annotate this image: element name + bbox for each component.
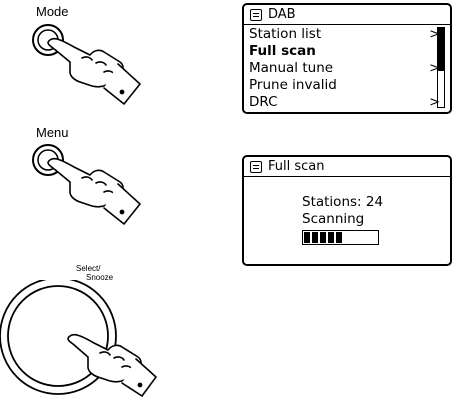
menu-item-manual-tune[interactable]: Manual tune > xyxy=(249,60,422,77)
menu-item-station-list[interactable]: Station list > xyxy=(249,26,422,43)
title-divider xyxy=(244,24,450,25)
knob-label-line1: Select/ xyxy=(76,264,100,273)
screen-title-bar: DAB xyxy=(250,6,296,23)
scan-progress-bar xyxy=(302,230,379,245)
menu-item-label: Manual tune xyxy=(249,60,333,76)
stations-count: Stations: 24 xyxy=(302,194,383,210)
scrollbar-thumb[interactable] xyxy=(438,28,444,71)
menu-item-label: Prune invalid xyxy=(249,77,337,93)
select-knob-illustration xyxy=(0,280,200,402)
screen-title: DAB xyxy=(268,7,296,22)
menu-item-drc[interactable]: DRC > xyxy=(249,94,422,111)
menu-button-illustration xyxy=(0,120,200,232)
menu-item-label: Full scan xyxy=(249,43,316,59)
scan-status: Scanning xyxy=(302,211,364,227)
menu-item-prune-invalid[interactable]: Prune invalid xyxy=(249,77,422,94)
dab-menu-list: Station list > Full scan Manual tune > P… xyxy=(249,26,422,111)
screen-title-bar: Full scan xyxy=(250,158,325,175)
progress-segment xyxy=(320,232,326,243)
menu-item-label: DRC xyxy=(249,94,278,110)
title-divider xyxy=(244,176,450,177)
dab-menu-screen: DAB Station list > Full scan Manual tune… xyxy=(242,3,452,114)
progress-segment xyxy=(312,232,318,243)
mode-button-illustration xyxy=(0,0,200,112)
pointing-hand-icon xyxy=(48,159,140,224)
menu-item-full-scan[interactable]: Full scan xyxy=(249,43,422,60)
progress-segment xyxy=(304,232,310,243)
menu-scrollbar[interactable] xyxy=(437,27,445,108)
full-scan-screen: Full scan Stations: 24 Scanning xyxy=(242,155,452,266)
progress-segment xyxy=(336,232,342,243)
pointing-hand-icon xyxy=(48,39,140,104)
progress-segment xyxy=(328,232,334,243)
menu-list-icon xyxy=(250,9,262,21)
menu-item-label: Station list xyxy=(249,26,321,42)
menu-list-icon xyxy=(250,161,262,173)
screen-title: Full scan xyxy=(268,159,325,174)
